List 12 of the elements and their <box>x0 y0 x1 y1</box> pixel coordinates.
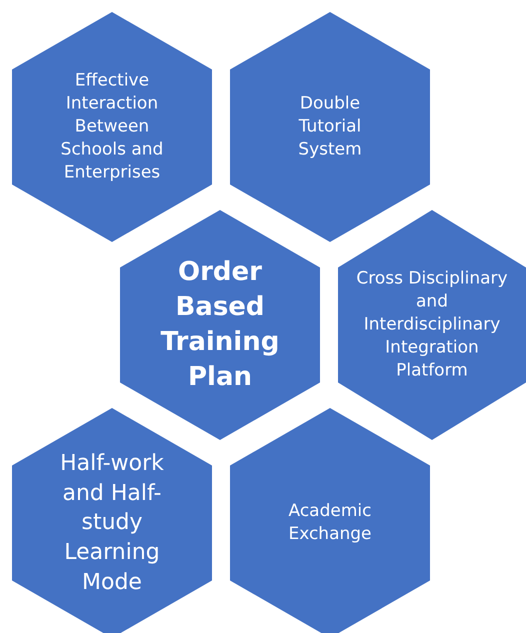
hexagon-shape <box>230 408 430 633</box>
hexagon-shape <box>230 12 430 242</box>
hexagon-label: Double Tutorial System <box>297 92 363 162</box>
hexagon-shape <box>120 210 320 440</box>
hexagon-label: Cross Disciplinary and Interdisciplinary Integration Platform <box>355 268 509 382</box>
hexagon-shape <box>338 210 526 440</box>
hexagon-shape <box>12 408 212 633</box>
hexagon-shape <box>12 12 212 242</box>
hexagon-label: Half-work and Half-study Learning Mode <box>59 450 165 597</box>
hexagon-label: Order Based Training Plan <box>160 256 280 394</box>
hexagon-label: Academic Exchange <box>287 500 373 546</box>
hexagon-label: Effective Interaction Between Schools and Enterprises <box>60 70 164 184</box>
